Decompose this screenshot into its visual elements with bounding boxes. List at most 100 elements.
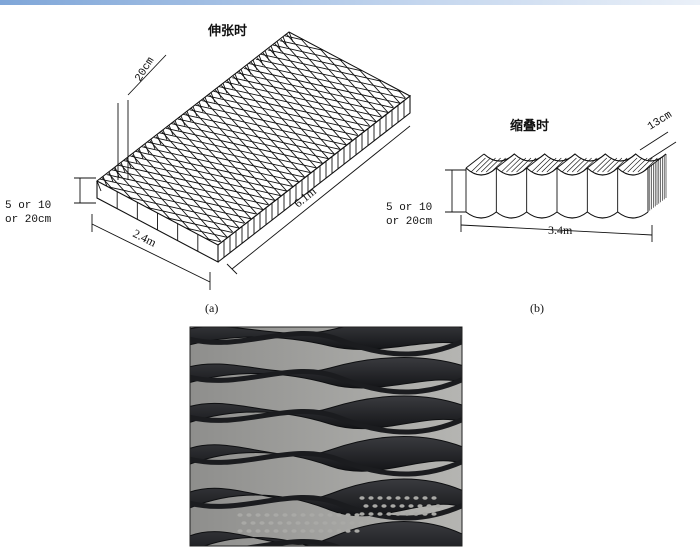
- mesh-line: [185, 227, 228, 238]
- wall-edge: [270, 45, 276, 57]
- mesh-line: [249, 63, 406, 99]
- wall-edge: [228, 78, 234, 89]
- mesh-line: [99, 178, 257, 215]
- wall-edge: [132, 152, 138, 164]
- perforation-hole: [404, 496, 410, 500]
- strip-hatch: [511, 157, 527, 173]
- perforation-hole: [413, 512, 419, 516]
- figure-b-dimensions: [445, 131, 677, 242]
- strip-hatch: [561, 157, 577, 173]
- strip-hatch: [501, 157, 516, 173]
- strip-hatch: [637, 157, 653, 173]
- perforation-hole: [363, 504, 369, 508]
- mesh-line: [118, 164, 275, 201]
- strip-hatch: [516, 157, 532, 173]
- mesh-line: [132, 154, 211, 242]
- wall-edge: [276, 41, 282, 52]
- perforation-hole: [372, 504, 378, 508]
- collapsed-state-label: 缩叠时: [510, 118, 549, 134]
- perforation-hole: [291, 513, 297, 517]
- mesh-line: [205, 237, 221, 243]
- mesh-line: [161, 131, 246, 224]
- figure-a-dimensions: [74, 54, 411, 290]
- mesh-line: [262, 52, 347, 146]
- perforation-hole: [318, 529, 324, 533]
- mesh-line: [185, 112, 270, 205]
- collapsed-back-wave: [483, 153, 667, 162]
- perforation-hole: [237, 513, 243, 517]
- mesh-line: [226, 80, 312, 174]
- wall-edge: [282, 36, 288, 47]
- mesh-line: [232, 75, 317, 169]
- wall-edge: [222, 83, 228, 94]
- perforation-hole: [327, 513, 333, 517]
- mesh-line: [111, 169, 268, 206]
- strip-hatch: [577, 157, 592, 173]
- mesh-line: [147, 141, 306, 178]
- perforation-hole: [273, 529, 279, 533]
- wall-edge: [108, 171, 114, 182]
- perforation-hole: [300, 513, 306, 517]
- mesh-line: [165, 127, 323, 164]
- cell-seam: [556, 153, 576, 169]
- perforation-hole: [304, 521, 310, 525]
- wall-edge: [258, 55, 264, 66]
- caption-b: (b): [530, 301, 544, 315]
- perforation-hole: [349, 521, 355, 525]
- wall-edge: [198, 101, 204, 113]
- perforation-hole: [273, 513, 279, 517]
- cell-wall-edge: [190, 495, 462, 521]
- strip-hatch: [506, 157, 522, 173]
- mesh-line: [279, 40, 323, 51]
- wall-edge: [156, 134, 162, 145]
- perforation-hole: [395, 496, 401, 500]
- wall-edge: [174, 120, 180, 131]
- strip-hatch: [607, 157, 623, 173]
- strip-hatch: [541, 157, 557, 173]
- perforation-hole: [368, 512, 374, 516]
- height-label-b-line1: 5 or 10: [386, 202, 432, 214]
- strip-hatch: [632, 157, 648, 173]
- mesh-line: [398, 90, 406, 99]
- caption-a: (a): [205, 301, 218, 315]
- perforation-hole: [331, 521, 337, 525]
- perforation-hole: [399, 504, 405, 508]
- mesh-line: [256, 57, 341, 150]
- mesh-line: [127, 196, 245, 224]
- perforation-hole: [264, 513, 270, 517]
- perforation-hole: [327, 529, 333, 533]
- cell-wall-edge: [190, 451, 462, 477]
- perforation-hole: [431, 496, 437, 500]
- wall-edge: [288, 31, 294, 43]
- perforation-hole: [246, 529, 252, 533]
- strip-hatch: [475, 157, 491, 173]
- mesh-line: [209, 94, 293, 187]
- mesh-line: [135, 150, 294, 188]
- perforation-hole: [435, 504, 441, 508]
- mesh-line: [166, 217, 233, 233]
- perforation-hole: [368, 496, 374, 500]
- wall-edge: [210, 92, 216, 103]
- perforation-hole: [377, 496, 383, 500]
- strip-hatch: [536, 157, 552, 173]
- expanded-honeycomb-mesh: [95, 31, 412, 262]
- perforation-hole: [241, 521, 247, 525]
- perforation-hole: [255, 513, 261, 517]
- mesh-line: [250, 61, 336, 155]
- strip-hatch: [531, 157, 547, 173]
- strip-hatch: [521, 157, 537, 173]
- wall-edge: [186, 110, 192, 122]
- mesh-line: [339, 59, 389, 113]
- mesh-line: [149, 140, 234, 233]
- strip-hatch: [612, 157, 628, 173]
- strip-hatch: [571, 157, 587, 173]
- cell-wall-edge: [190, 369, 462, 395]
- perforation-hole: [354, 513, 360, 517]
- front-wall: [96, 181, 219, 263]
- perforation-hole: [413, 496, 419, 500]
- perforation-hole: [322, 521, 328, 525]
- wall-edge: [96, 180, 102, 192]
- perforation-hole: [286, 521, 292, 525]
- strip-hatch: [491, 157, 506, 173]
